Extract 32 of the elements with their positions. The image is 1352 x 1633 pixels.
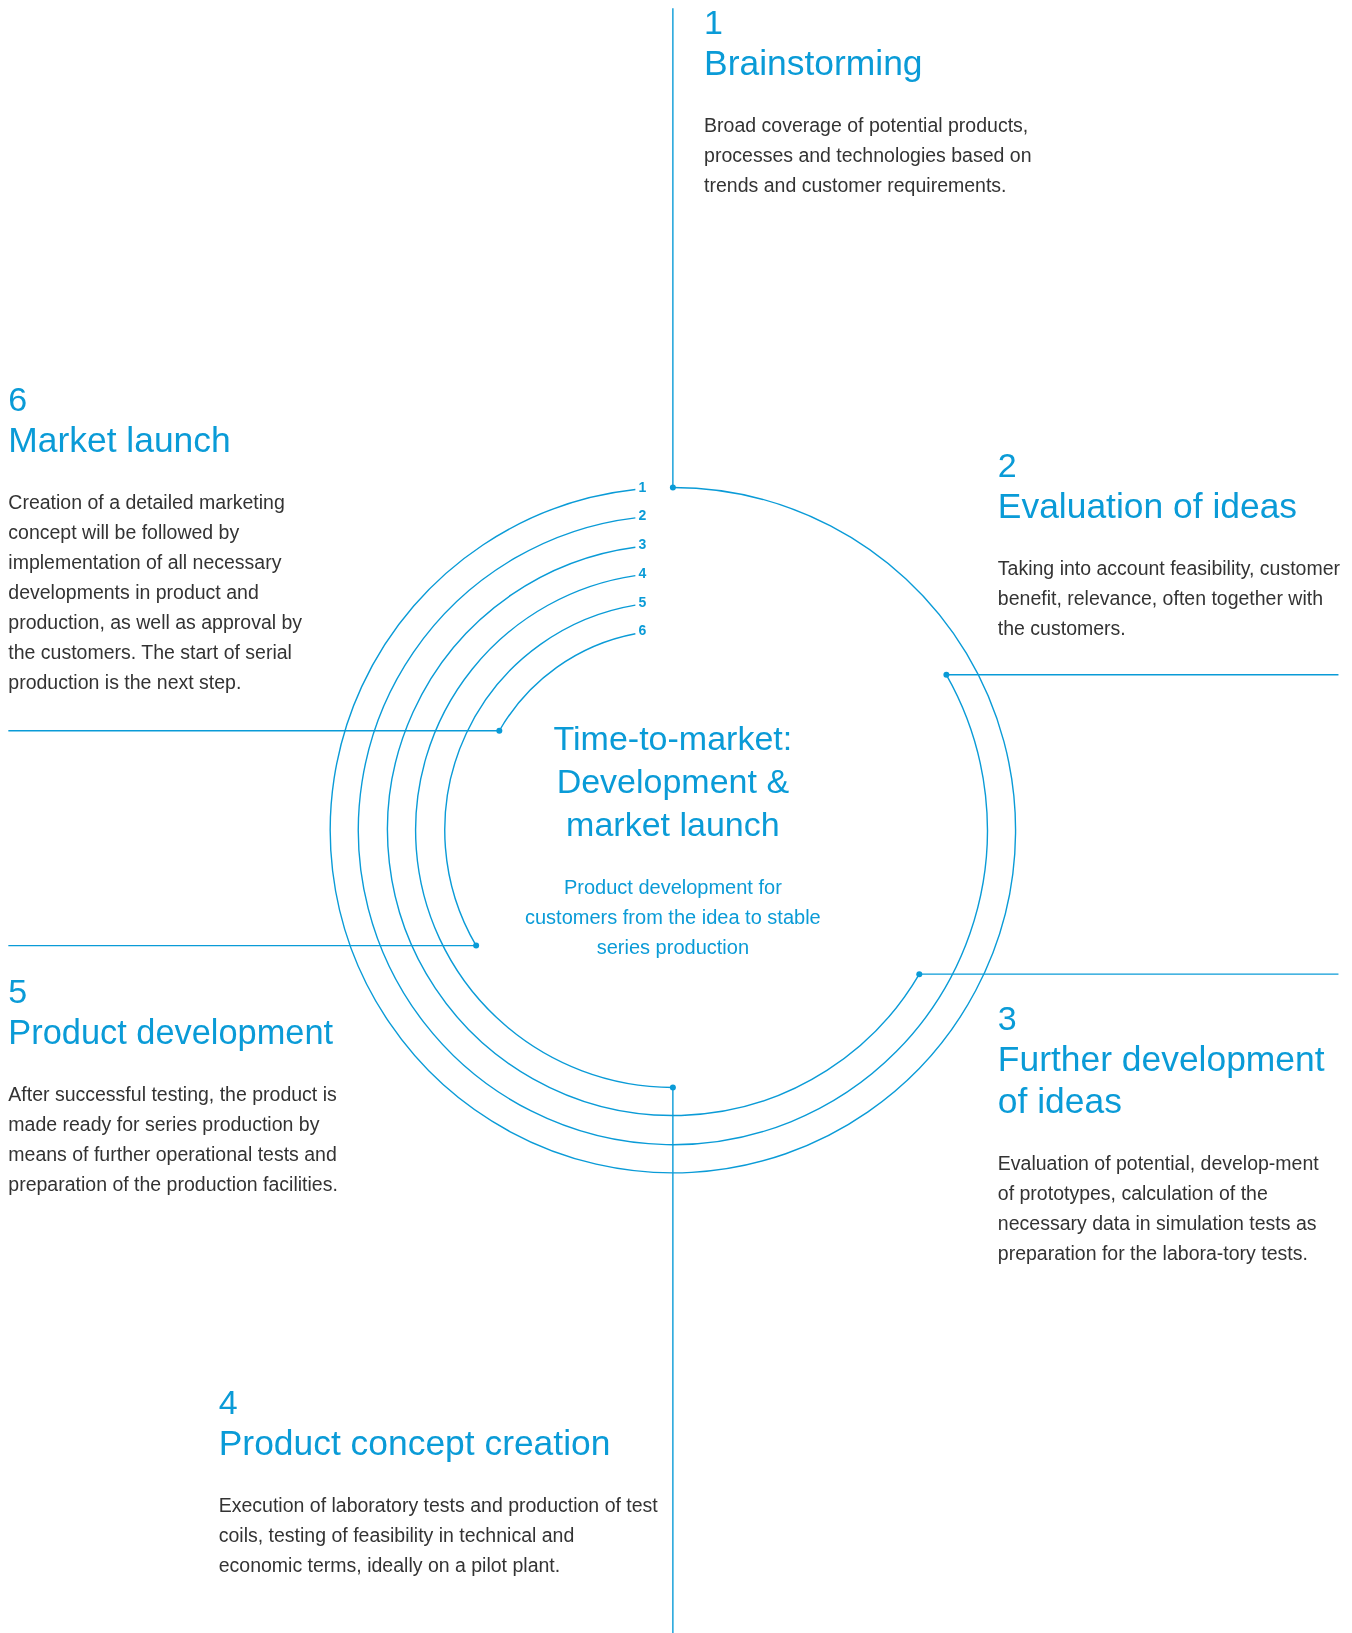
step-heading: Product concept creation [218, 1422, 612, 1465]
arc-number: 2 [638, 507, 647, 524]
step-heading: Further development of ideas [997, 1037, 1326, 1122]
step-heading: Product development [8, 1011, 335, 1053]
step-number: 4 [218, 1382, 238, 1423]
step-number: 5 [8, 970, 28, 1011]
center-heading: Time-to-market: Development & market launch [552, 717, 794, 845]
leader-line [7, 727, 503, 734]
arc-number: 1 [638, 479, 647, 496]
step-description: Broad coverage of potential products, processes and technologies based on trends and customer requirements. [704, 113, 1033, 199]
center-description: Product development for customers from the idea to stable series production [524, 874, 822, 960]
leader-line [7, 942, 480, 949]
step-number: 6 [8, 379, 28, 420]
step-heading: Brainstorming [704, 42, 924, 85]
step-heading: Market launch [8, 419, 232, 462]
arc-number: 5 [638, 593, 647, 610]
leader-line [916, 971, 1340, 978]
step-number: 2 [997, 444, 1017, 485]
arc-number: 4 [638, 564, 647, 581]
step-heading: Evaluation of ideas [997, 484, 1299, 527]
step-description: Taking into account feasibility, customer benefit, relevance, often together with the customers. [997, 555, 1341, 641]
leader-line [669, 7, 676, 491]
arc-number: 6 [638, 621, 647, 638]
step-description: Execution of laboratory tests and production of test coils, testing of feasibility in technical and economic terms, ideally on a pilot plant. [218, 1493, 659, 1579]
step-number: 3 [997, 997, 1017, 1038]
step-number: 1 [704, 2, 724, 43]
leader-line [943, 671, 1340, 678]
leader-line [669, 1084, 676, 1633]
step-description: After successful testing, the product is made ready for series production by means of further operational tests and preparation of the production facilities. [8, 1081, 339, 1197]
arc-number: 3 [638, 536, 647, 553]
step-description: Evaluation of potential, develop-ment of prototypes, calculation of the necessary data in simulation tests as preparation for the labora-tory tests. [997, 1150, 1320, 1266]
step-description: Creation of a detailed marketing concept will be followed by implementation of all necessary developments in product and production, as well as approval by the customers. The start of serial production is the next step. [8, 490, 304, 696]
